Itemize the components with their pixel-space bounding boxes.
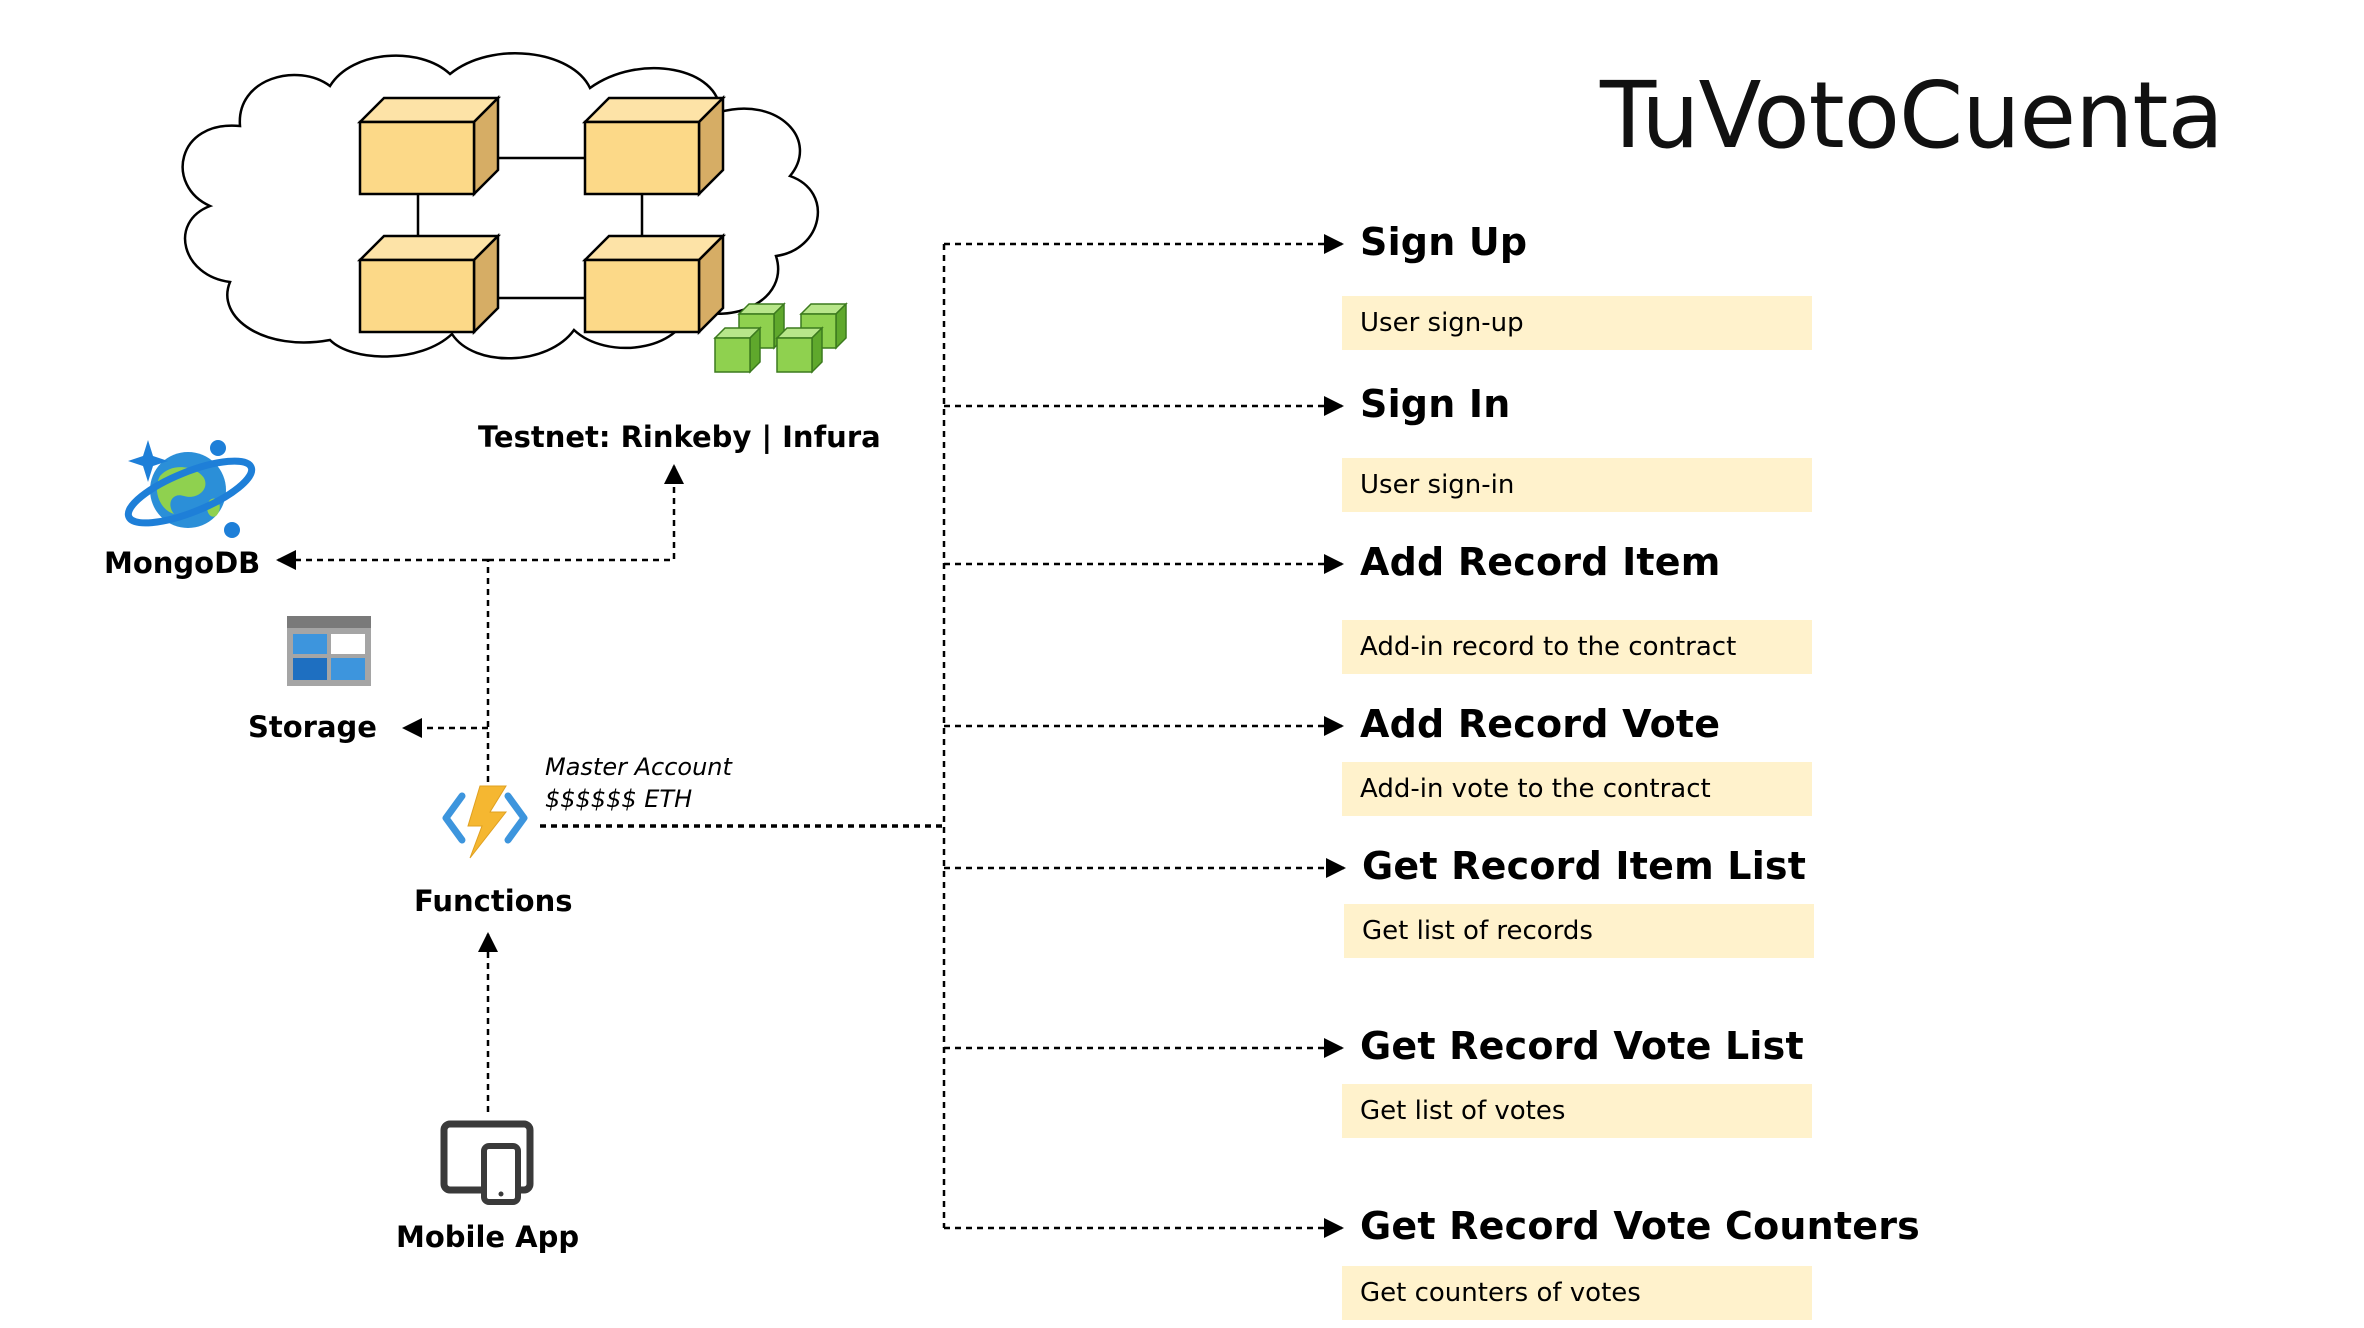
mongodb-label: MongoDB [104, 546, 261, 580]
endpoint-add-record-vote-title: Add Record Vote [1360, 702, 1721, 746]
connectors [276, 234, 1346, 1238]
endpoint-get-record-vote-counters-title: Get Record Vote Counters [1360, 1204, 1920, 1248]
functions-icon [442, 785, 528, 859]
endpoint-get-record-item-list-title: Get Record Item List [1362, 844, 1807, 888]
cosmos-db-icon [124, 440, 256, 538]
blockchain-blocks-icon [356, 94, 727, 336]
endpoint-sign-up-description: User sign-up [1342, 296, 1812, 350]
mobile-app-label: Mobile App [396, 1220, 580, 1254]
storage-icon [287, 616, 371, 686]
master-account-line2: $$$$$$ ETH [545, 785, 693, 813]
endpoint-get-record-item-list-description: Get list of records [1344, 904, 1814, 958]
network-nodes-icon [713, 302, 848, 374]
endpoint-sign-in-description: User sign-in [1342, 458, 1812, 512]
testnet-label: Testnet: Rinkeby | Infura [478, 420, 881, 454]
page-title: TuVotoCuenta [1600, 62, 2224, 169]
endpoint-get-record-vote-list-title: Get Record Vote List [1360, 1024, 1804, 1068]
endpoint-get-record-vote-counters-description: Get counters of votes [1342, 1266, 1812, 1320]
master-account-line1: Master Account [545, 753, 732, 781]
storage-label: Storage [248, 710, 377, 744]
master-account-note: Master Account $$$$$$ ETH [545, 751, 732, 815]
endpoint-sign-up-title: Sign Up [1360, 220, 1528, 264]
endpoint-get-record-vote-list-description: Get list of votes [1342, 1084, 1812, 1138]
tablet-phone-icon [440, 1120, 534, 1205]
endpoint-add-record-item-title: Add Record Item [1360, 540, 1721, 584]
endpoint-add-record-vote-description: Add-in vote to the contract [1342, 762, 1812, 816]
functions-label: Functions [414, 884, 573, 918]
endpoint-add-record-item-description: Add-in record to the contract [1342, 620, 1812, 674]
endpoint-sign-in-title: Sign In [1360, 382, 1511, 426]
